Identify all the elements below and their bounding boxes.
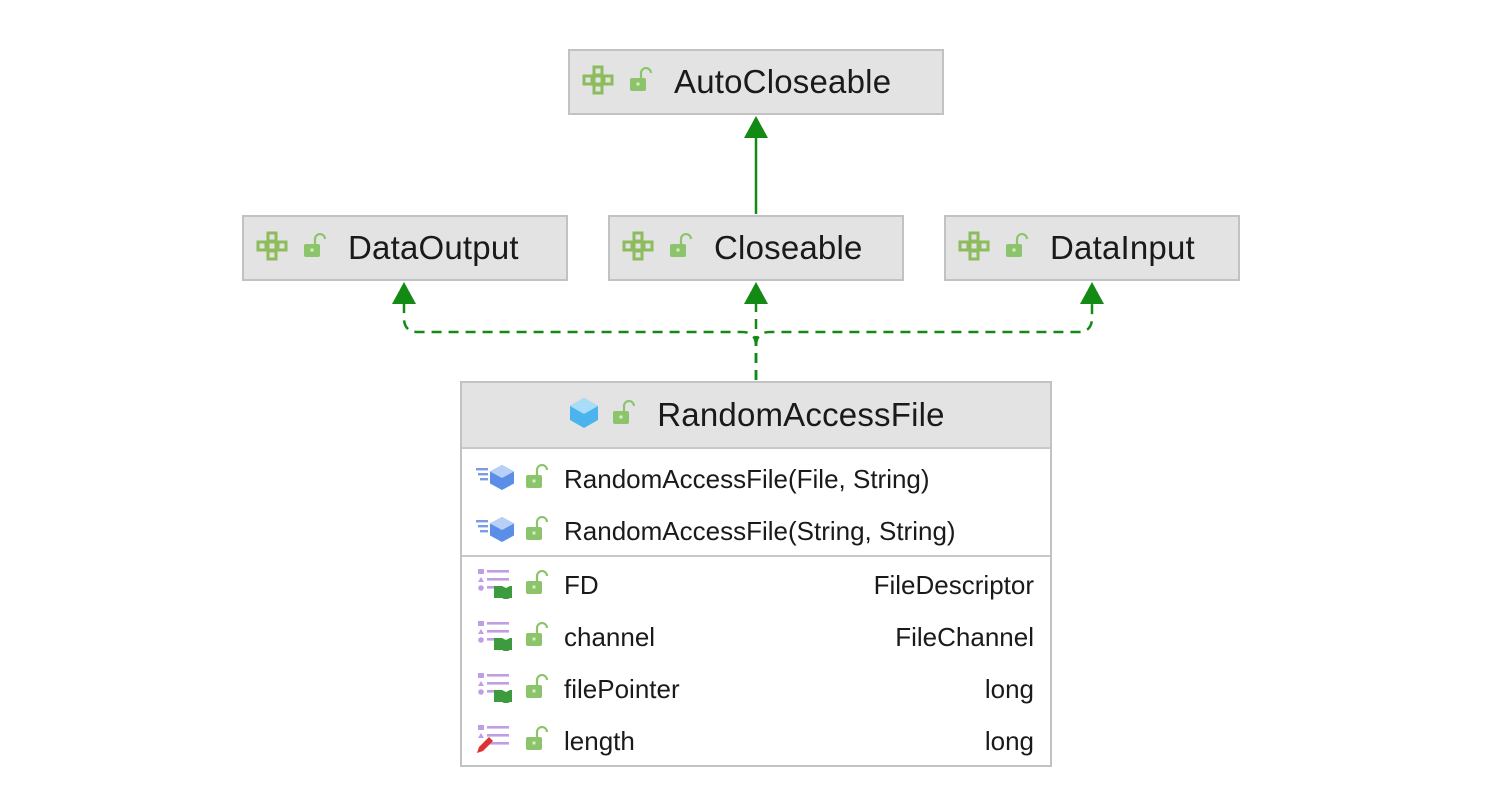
field-type: long	[984, 673, 1034, 704]
edge-raf-dataoutput	[392, 282, 758, 380]
field-row[interactable]: filePointer long	[462, 663, 1050, 715]
field-icon	[474, 567, 516, 604]
lock-open-icon	[668, 232, 693, 264]
class-icon	[567, 396, 601, 435]
constructor-row[interactable]: RandomAccessFile(File, String)	[462, 453, 1050, 505]
lock-open-icon	[524, 569, 549, 601]
field-icon	[474, 619, 516, 656]
lock-open-icon	[524, 621, 549, 653]
node-title: RandomAccessFile	[657, 396, 945, 433]
lock-open-icon	[524, 725, 549, 757]
field-name: length	[564, 725, 635, 756]
edge-raf-closeable	[744, 282, 768, 380]
field-name: FD	[564, 569, 599, 600]
constructors-section: RandomAccessFile(File, String) RandomAcc…	[462, 449, 1050, 557]
constructor-row[interactable]: RandomAccessFile(String, String)	[462, 505, 1050, 557]
lock-open-icon	[524, 515, 549, 547]
node-header: DataInput	[946, 217, 1238, 279]
field-name: channel	[564, 621, 656, 652]
node-header: Closeable	[610, 217, 902, 279]
node-closeable[interactable]: Closeable	[608, 215, 904, 281]
node-dataoutput[interactable]: DataOutput	[242, 215, 568, 281]
field-type: long	[984, 725, 1034, 756]
field-setter-icon	[474, 723, 516, 760]
lock-open-icon	[611, 399, 636, 431]
node-title: AutoCloseable	[674, 63, 892, 100]
field-name: filePointer	[564, 673, 680, 704]
constructor-signature: RandomAccessFile(String, String)	[564, 515, 956, 546]
node-header: DataOutput	[244, 217, 566, 279]
constructor-icon	[474, 463, 516, 496]
field-icon	[474, 671, 516, 708]
node-title: DataOutput	[348, 229, 519, 266]
interface-icon	[958, 231, 996, 266]
node-randomaccessfile[interactable]: RandomAccessFile RandomAccessFile(File, …	[460, 381, 1052, 767]
lock-open-icon	[628, 66, 653, 98]
node-header: AutoCloseable	[570, 51, 942, 113]
lock-open-icon	[524, 463, 549, 495]
interface-icon	[622, 231, 660, 266]
edge-closeable-autocloseable	[744, 116, 768, 214]
edge-raf-datainput	[754, 282, 1104, 380]
node-autocloseable[interactable]: AutoCloseable	[568, 49, 944, 115]
lock-open-icon	[524, 673, 549, 705]
constructor-icon	[474, 515, 516, 548]
fields-section: FD FileDescriptor channel FileChannel	[462, 557, 1050, 767]
node-datainput[interactable]: DataInput	[944, 215, 1240, 281]
constructor-signature: RandomAccessFile(File, String)	[564, 463, 930, 494]
field-row[interactable]: channel FileChannel	[462, 611, 1050, 663]
field-row[interactable]: length long	[462, 715, 1050, 767]
lock-open-icon	[302, 232, 327, 264]
node-title: Closeable	[714, 229, 863, 266]
field-row[interactable]: FD FileDescriptor	[462, 559, 1050, 611]
interface-icon	[582, 65, 620, 100]
field-type: FileChannel	[895, 621, 1034, 652]
field-type: FileDescriptor	[873, 569, 1034, 600]
node-header: RandomAccessFile	[462, 383, 1050, 449]
interface-icon	[256, 231, 294, 266]
lock-open-icon	[1004, 232, 1029, 264]
node-title: DataInput	[1050, 229, 1195, 266]
